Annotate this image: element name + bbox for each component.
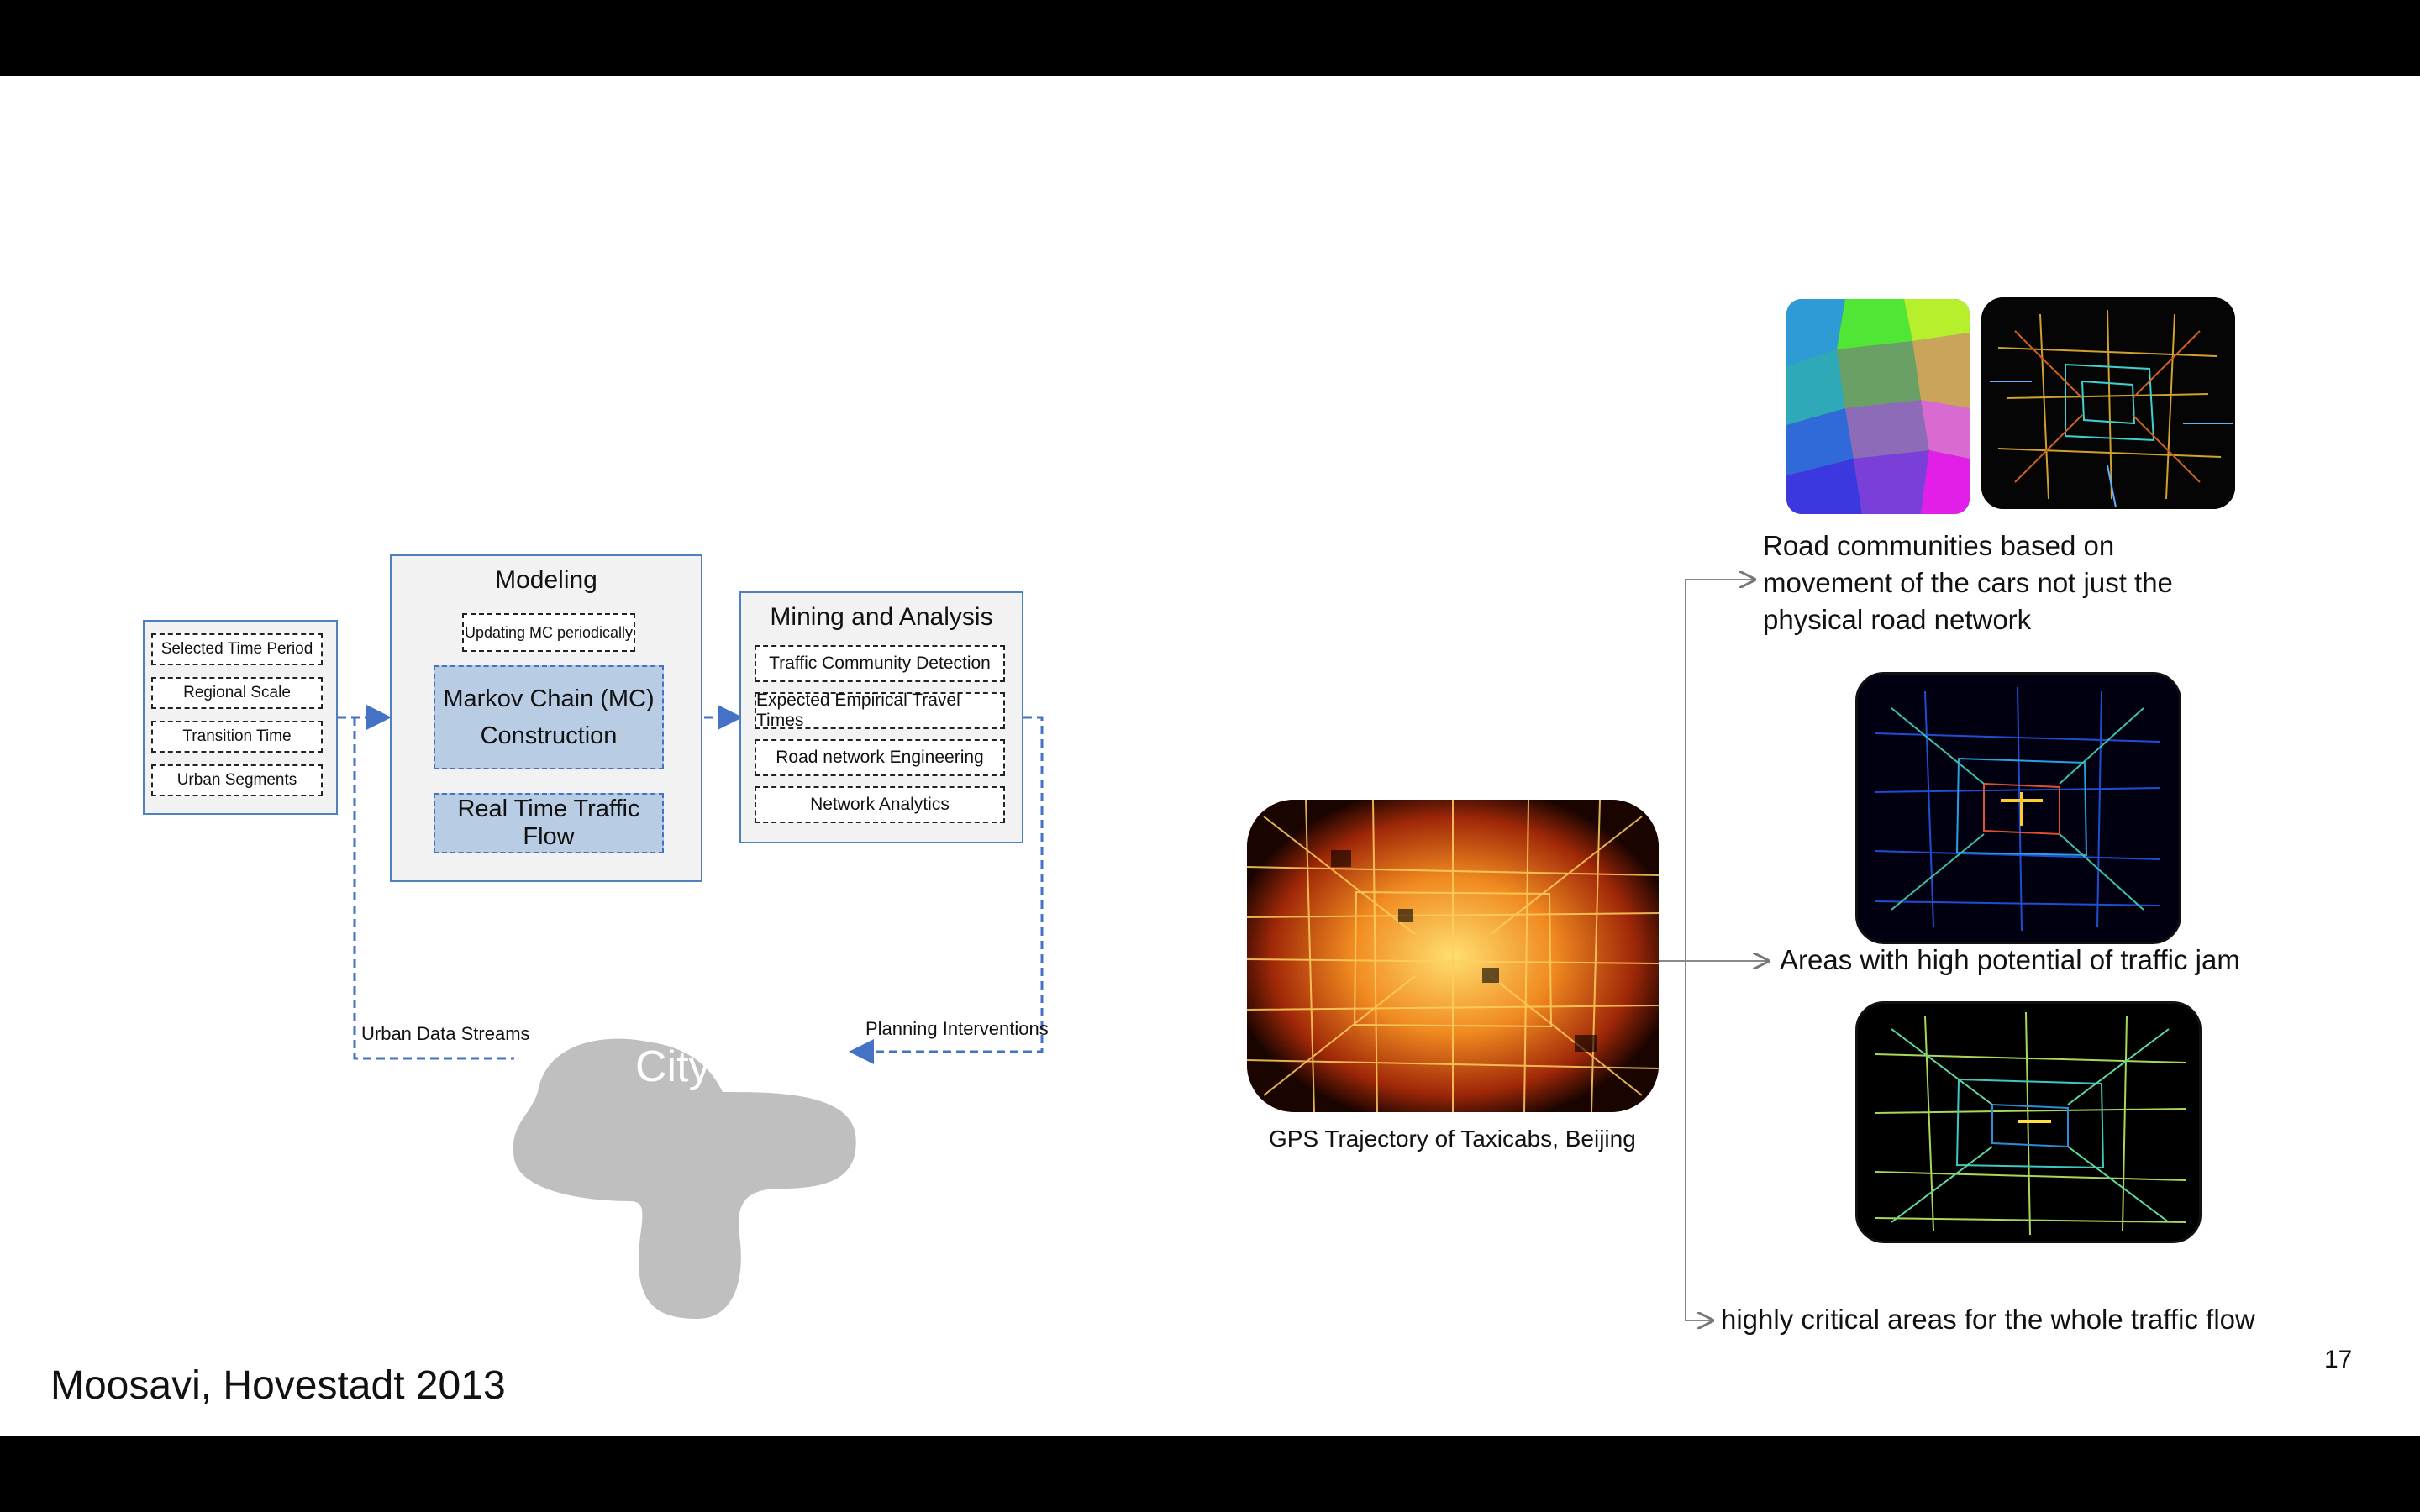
page-number: 17 [2324,1346,2353,1373]
input-item: Selected Time Period [151,633,323,665]
planning-interventions-label: Planning Interventions [865,1018,1049,1039]
input-item: Urban Segments [151,764,323,796]
markov-line-2: Construction [480,722,618,749]
mining-item: Traffic Community Detection [755,645,1005,682]
communities-caption: Road communities based on movement of th… [1763,530,2173,635]
critical-areas-map [1855,1001,2202,1243]
urban-data-streams-label: Urban Data Streams [361,1023,530,1044]
mining-panel: Mining and Analysis Traffic Community De… [739,591,1023,843]
mining-title: Mining and Analysis [770,603,993,631]
gps-caption: GPS Trajectory of Taxicabs, Beijing [1269,1126,1636,1152]
mining-item: Expected Empirical Travel Times [755,690,1005,730]
input-item: Regional Scale [151,677,323,709]
mining-item: Network Analytics [755,786,1005,823]
markov-chain-box: Markov Chain (MC) Construction [434,665,664,769]
update-mc-box: Updating MC periodically [462,613,635,652]
gps-trajectory-map [1247,800,1659,1112]
slide: Selected Time Period Regional Scale Tran… [0,76,2420,1436]
critical-caption: highly critical areas for the whole traf… [1721,1304,2255,1335]
citation: Moosavi, Hovestadt 2013 [50,1363,506,1408]
input-item: Transition Time [151,721,323,753]
community-voronoi-map [1786,299,1970,514]
jam-caption: Areas with high potential of traffic jam [1780,944,2240,975]
mining-item: Road network Engineering [755,739,1005,776]
city-shape [513,1038,856,1319]
traffic-jam-map [1855,672,2181,944]
modeling-panel: Modeling Updating MC periodically Markov… [390,554,702,882]
markov-line-1: Markov Chain (MC) [443,685,655,712]
modeling-title: Modeling [495,566,597,594]
community-road-map [1981,297,2235,509]
inputs-panel: Selected Time Period Regional Scale Tran… [143,620,338,815]
city-label: City [635,1042,711,1091]
realtime-traffic-box: Real Time Traffic Flow [434,793,664,853]
